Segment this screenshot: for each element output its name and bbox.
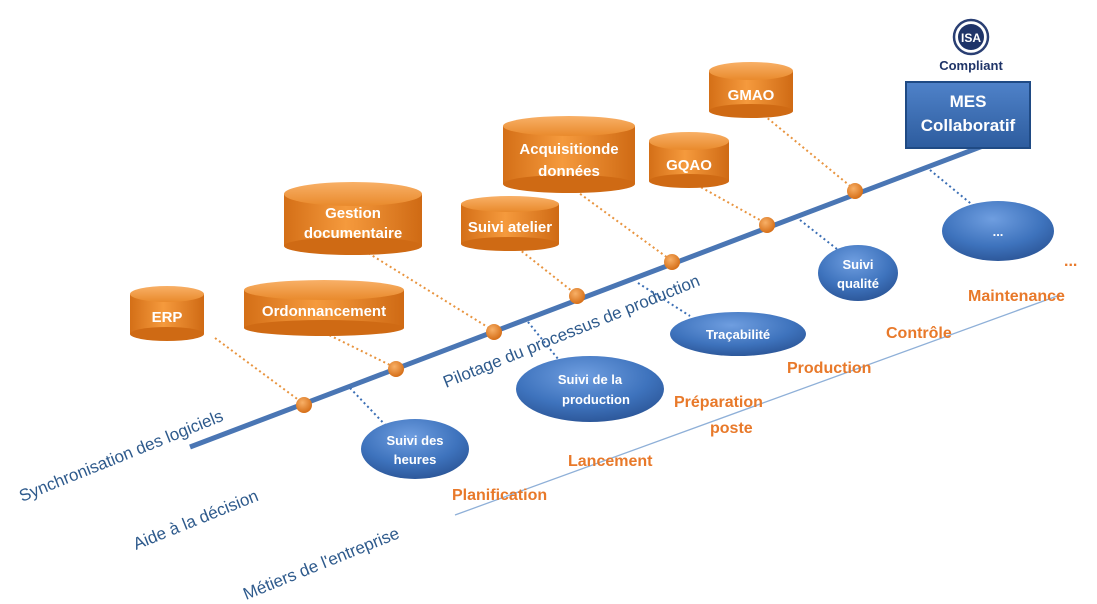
isa-caption: Compliant — [939, 58, 1003, 73]
mes-label: Collaboratif — [921, 116, 1016, 135]
cylinder-gqao: GQAO — [649, 132, 729, 188]
axis-dot — [759, 217, 775, 233]
cylinder-gmao: GMAO — [709, 62, 793, 118]
cylinder-label: Acquisitionde — [519, 141, 618, 158]
cylinder-label: Suivi atelier — [468, 219, 552, 236]
axis-dot — [569, 288, 585, 304]
ellipse-label: Suivi de la — [558, 372, 623, 387]
cylinder-label: documentaire — [304, 225, 402, 242]
metier-preparation: Préparation — [674, 394, 763, 411]
axis-dot — [388, 361, 404, 377]
ellipse-suivi-production: Suivi de la production — [516, 356, 664, 422]
axis-dots — [296, 183, 863, 413]
isa-compliant-logo: ISA Compliant — [939, 18, 1003, 73]
cylinder-label: Ordonnancement — [262, 303, 386, 320]
mes-collaboratif-box: MES Collaboratif — [905, 81, 1031, 149]
ellipse-label: Suivi — [842, 257, 873, 272]
axis-dot — [486, 324, 502, 340]
ellipse-label: Suivi des — [386, 433, 443, 448]
ellipse-suivi-qualite: Suivi qualité — [818, 245, 898, 301]
axis-dot — [664, 254, 680, 270]
cylinder-label: ERP — [152, 309, 183, 326]
metier-maintenance: Maintenance — [968, 288, 1065, 305]
ellipse-label: Traçabilité — [706, 327, 770, 342]
metier-controle: Contrôle — [886, 325, 952, 342]
cylinder-label: données — [538, 163, 600, 180]
axis-dot — [847, 183, 863, 199]
cylinder-ordonnancement: Ordonnancement — [244, 280, 404, 336]
cylinder-erp: ERP — [130, 286, 204, 341]
ellipse-label: heures — [394, 452, 437, 467]
metier-preparation-2: poste — [710, 420, 753, 437]
mes-label: MES — [950, 92, 987, 111]
axis-label-metiers: Métiers de l'entreprise — [240, 524, 402, 604]
metier-production: Production — [787, 360, 871, 377]
axis-label-aide: Aide à la décision — [130, 486, 261, 554]
axis-label-synchronisation: Synchronisation des logiciels — [16, 406, 226, 505]
cylinder-label: GQAO — [666, 157, 712, 174]
ellipse-suivi-heures: Suivi des heures — [361, 419, 469, 479]
ellipse-more: ... — [942, 201, 1054, 261]
main-axis-line — [189, 127, 1026, 450]
isa-badge-text: ISA — [961, 31, 981, 45]
cylinder-gestion-documentaire: Gestion documentaire — [284, 182, 422, 255]
metier-planification: Planification — [452, 487, 547, 504]
ellipse-label: production — [562, 392, 630, 407]
metiers-axis-line — [454, 294, 1061, 516]
metier-more: ... — [1064, 253, 1077, 270]
axis-dot — [296, 397, 312, 413]
ellipse-tracabilite: Traçabilité — [670, 312, 806, 356]
cylinder-label: Gestion — [325, 205, 381, 222]
cylinder-label: GMAO — [728, 87, 775, 104]
cylinder-suivi-atelier: Suivi atelier — [461, 196, 559, 251]
ellipse-label: ... — [993, 224, 1004, 239]
metier-lancement: Lancement — [568, 453, 653, 470]
cylinder-acquisition: Acquisitionde données — [503, 116, 635, 193]
ellipse-label: qualité — [837, 276, 879, 291]
